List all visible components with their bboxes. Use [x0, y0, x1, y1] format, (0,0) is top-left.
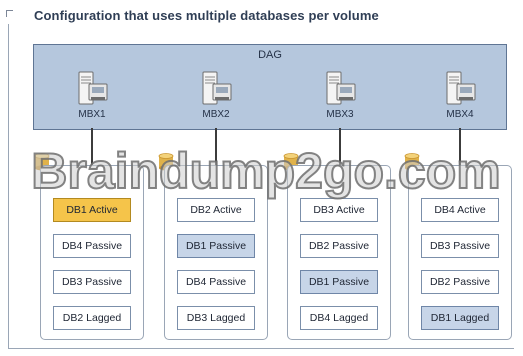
database-copy-box: DB1 Passive	[177, 234, 255, 258]
diagram-title: Configuration that uses multiple databas…	[34, 8, 379, 23]
connector-line	[91, 128, 93, 166]
database-copy-box: DB1 Lagged	[421, 306, 499, 330]
server-database-column: DB4 Active DB3 Passive DB2 Passive DB1 L…	[408, 165, 512, 340]
connector-line	[459, 128, 461, 166]
server-database-column: DB2 Active DB1 Passive DB4 Passive DB3 L…	[164, 165, 268, 340]
server-icon	[194, 70, 238, 108]
dag-container: DAG	[33, 44, 507, 130]
server-icon	[70, 70, 114, 108]
server-label: MBX3	[326, 109, 354, 120]
dag-label: DAG	[258, 49, 282, 61]
server-label: MBX2	[202, 109, 230, 120]
frame-corner-mark	[6, 10, 13, 17]
server-label: MBX1	[78, 109, 106, 120]
database-copy-box: DB2 Passive	[421, 270, 499, 294]
database-copy-box: DB1 Active	[53, 198, 131, 222]
database-copy-box: DB4 Lagged	[300, 306, 378, 330]
database-copy-box: DB1 Passive	[300, 270, 378, 294]
diagram-frame	[8, 24, 514, 349]
database-copy-box: DB4 Passive	[177, 270, 255, 294]
server-icon	[438, 70, 482, 108]
server-database-column: DB1 Active DB4 Passive DB3 Passive DB2 L…	[40, 165, 144, 340]
database-copy-box: DB4 Active	[421, 198, 499, 222]
database-copy-box: DB2 Passive	[300, 234, 378, 258]
server-mbx2: MBX2	[194, 70, 238, 128]
database-copy-box: DB3 Active	[300, 198, 378, 222]
database-copy-box: DB2 Lagged	[53, 306, 131, 330]
database-copy-box: DB4 Passive	[53, 234, 131, 258]
database-copy-box: DB3 Passive	[421, 234, 499, 258]
connector-line	[215, 128, 217, 166]
server-database-column: DB3 Active DB2 Passive DB1 Passive DB4 L…	[287, 165, 391, 340]
server-mbx4: MBX4	[438, 70, 482, 128]
server-mbx1: MBX1	[70, 70, 114, 128]
database-copy-box: DB3 Lagged	[177, 306, 255, 330]
database-copy-box: DB2 Active	[177, 198, 255, 222]
server-label: MBX4	[446, 109, 474, 120]
connector-line	[339, 128, 341, 166]
server-icon	[318, 70, 362, 108]
database-copy-box: DB3 Passive	[53, 270, 131, 294]
server-mbx3: MBX3	[318, 70, 362, 128]
